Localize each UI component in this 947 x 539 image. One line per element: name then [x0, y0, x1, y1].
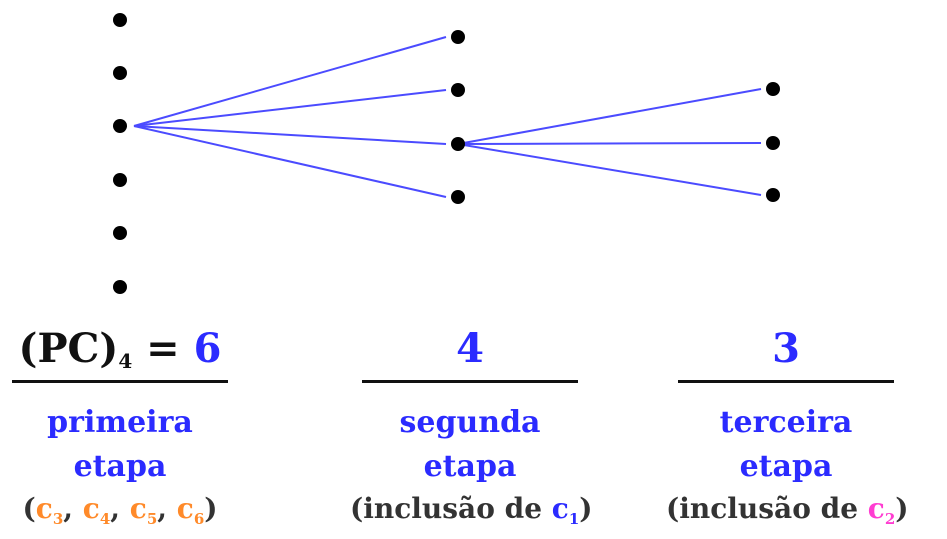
stage-2-label-line2: etapa [423, 449, 517, 484]
stage-3-label: terceira etapa [666, 401, 906, 489]
stage-2-dot-3 [451, 137, 465, 151]
stage-3-label-line1: terceira [719, 405, 853, 440]
stage-1-dot-6 [113, 280, 127, 294]
stage-1-label-line1: primeira [47, 405, 193, 440]
stage-1-label: primeira etapa [0, 401, 240, 489]
edge-stage2-to-stage3-3 [457, 143, 762, 196]
stage-1-dot-3 [113, 119, 127, 133]
stage-1-dot-1 [113, 13, 127, 27]
stage-1-label-line2: etapa [73, 449, 167, 484]
edge-stage1-to-stage2-2 [133, 89, 447, 127]
stage-2-underline [362, 380, 578, 383]
stage-1-note-c3: c3 [35, 492, 64, 528]
stage-1-note-c4: c4 [82, 492, 111, 528]
stage-1-note-c5: c5 [129, 492, 158, 528]
stage-1-note-c6: c6 [176, 492, 205, 528]
stage-2-column: 4 segunda etapa (inclusão de c1) [350, 318, 593, 539]
stage-1-note-sep: , [63, 492, 83, 525]
stage-3-column: 3 terceira etapa (inclusão de c2) [666, 318, 909, 539]
stage-1-note-sep: , [110, 492, 130, 525]
stage-3-label-line2: etapa [739, 449, 833, 484]
stage-2-note-c1: c1 [551, 492, 580, 528]
stage-3-note: (inclusão de c2) [666, 489, 909, 539]
stage-1-column: (PC)4 = 6 primeira etapa (c3, c4, c5, c6… [0, 318, 240, 539]
stage-1-dot-2 [113, 66, 127, 80]
stage-1-note: (c3, c4, c5, c6) [0, 489, 240, 539]
stage-2-dot-4 [451, 190, 465, 204]
stage-1-count-value: 6 [193, 325, 222, 372]
stage-2-label-line1: segunda [399, 405, 541, 440]
stage-2-note: (inclusão de c1) [350, 489, 593, 539]
stage-1-dot-4 [113, 173, 127, 187]
stage-2-label: segunda etapa [350, 401, 590, 489]
edge-stage1-to-stage2-3 [133, 125, 447, 145]
stage-2-count: 4 [456, 325, 484, 372]
branching-diagram [113, 13, 780, 294]
stage-3-count: 3 [772, 325, 800, 372]
stage-3-note-c2: c2 [867, 492, 896, 528]
stage-1-note-open: ( [22, 492, 36, 525]
stage-1-note-sep: , [157, 492, 177, 525]
stage-3-note-prefix: (inclusão de [666, 492, 868, 525]
stage-3-note-close: ) [895, 492, 909, 525]
edges-group [133, 36, 762, 198]
stage-1-count-subscript: 4 [118, 349, 133, 373]
stage-1-note-close: ) [204, 492, 218, 525]
stage-1-count-prefix: (PC) [18, 325, 119, 372]
edge-stage2-to-stage3-2 [457, 142, 762, 145]
stage-3-underline [678, 380, 894, 383]
stage-1-underline [12, 380, 228, 383]
stage-2-note-prefix: (inclusão de [350, 492, 552, 525]
stage-3-dot-1 [766, 82, 780, 96]
stage-2-dot-2 [451, 83, 465, 97]
edge-stage1-to-stage2-1 [133, 36, 447, 127]
stage-1-count-equals: = [132, 325, 194, 372]
edge-stage2-to-stage3-1 [457, 88, 762, 145]
stage-2-note-close: ) [579, 492, 593, 525]
stage-2-dot-1 [451, 30, 465, 44]
stage-1-dot-5 [113, 226, 127, 240]
stage-1-count: (PC)4 = 6 [0, 318, 240, 380]
dots-group [113, 13, 780, 294]
stage-3-dot-2 [766, 136, 780, 150]
stage-3-dot-3 [766, 188, 780, 202]
edge-stage1-to-stage2-4 [133, 125, 447, 198]
